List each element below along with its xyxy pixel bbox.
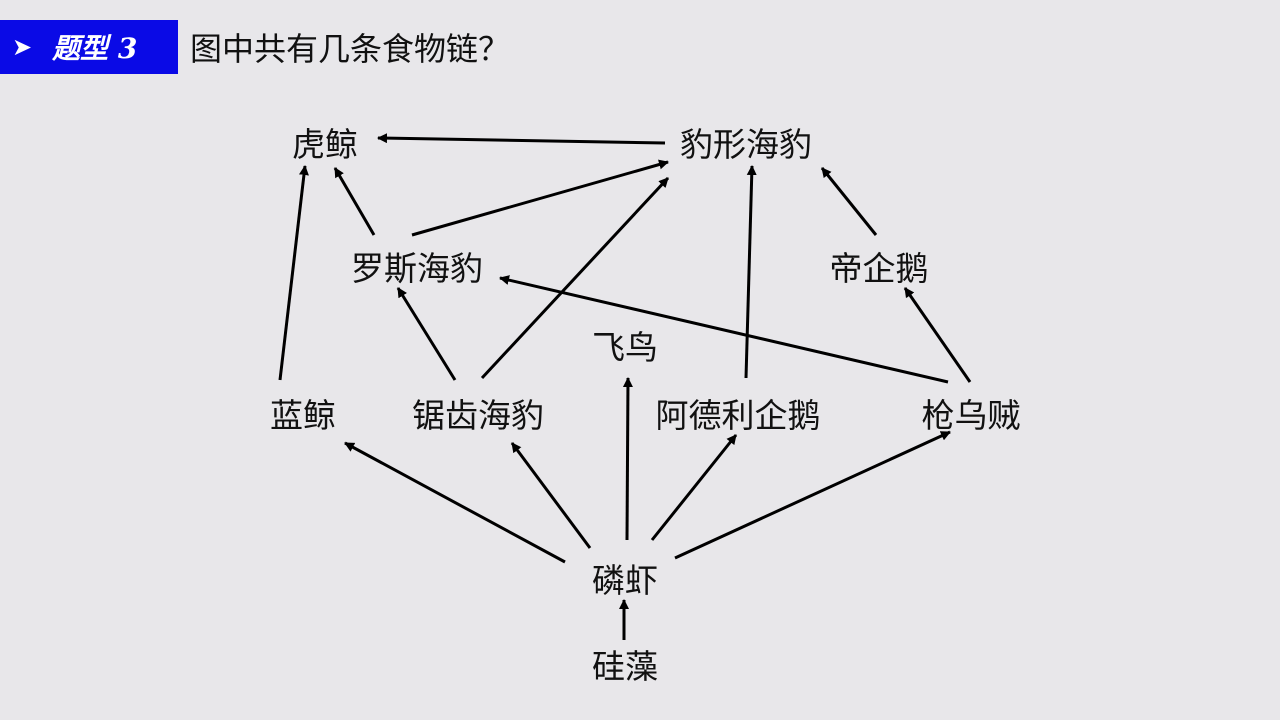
arrow-squid-to-ross-seal <box>499 275 949 384</box>
arrow-ross-seal-to-orca <box>333 167 376 236</box>
arrow-squid-to-emperor-penguin <box>903 287 972 383</box>
node-diatom: 硅藻 <box>592 647 658 686</box>
node-bird: 飞鸟 <box>592 328 658 367</box>
node-emperor-penguin: 帝企鹅 <box>829 249 929 288</box>
node-crabeater-seal: 锯齿海豹 <box>412 396 544 435</box>
node-squid: 枪乌贼 <box>921 396 1021 435</box>
node-ross-seal: 罗斯海豹 <box>351 249 483 288</box>
arrow-krill-to-bird <box>622 377 633 541</box>
node-leopard-seal: 豹形海豹 <box>680 125 812 164</box>
arrow-krill-to-adelie-penguin <box>650 434 738 541</box>
triangle-arrow-icon: ➤ <box>12 33 33 61</box>
node-blue-whale: 蓝鲸 <box>270 396 336 435</box>
arrow-krill-to-squid <box>674 430 951 560</box>
arrow-krill-to-blue-whale <box>344 441 566 564</box>
node-krill: 磷虾 <box>592 561 658 600</box>
node-adelie-penguin: 阿德利企鹅 <box>655 396 821 435</box>
arrow-leopard-seal-to-orca <box>377 133 666 145</box>
arrow-blue-whale-to-orca <box>278 165 309 381</box>
node-orca: 虎鲸 <box>292 125 358 164</box>
arrow-emperor-penguin-to-leopard-seal <box>820 167 878 236</box>
arrow-ross-seal-to-leopard-seal <box>411 159 669 237</box>
question-title: 图中共有几条食物链？ <box>190 30 511 68</box>
question-type-label: 题型 3 <box>52 32 138 65</box>
question-type-tag: ➤ 题型 3 <box>0 20 178 74</box>
arrow-adelie-penguin-to-leopard-seal <box>744 165 757 379</box>
arrow-krill-to-crabeater-seal <box>510 442 592 549</box>
arrow-crabeater-seal-to-ross-seal <box>396 287 457 381</box>
arrow-crabeater-seal-to-leopard-seal <box>480 176 670 380</box>
